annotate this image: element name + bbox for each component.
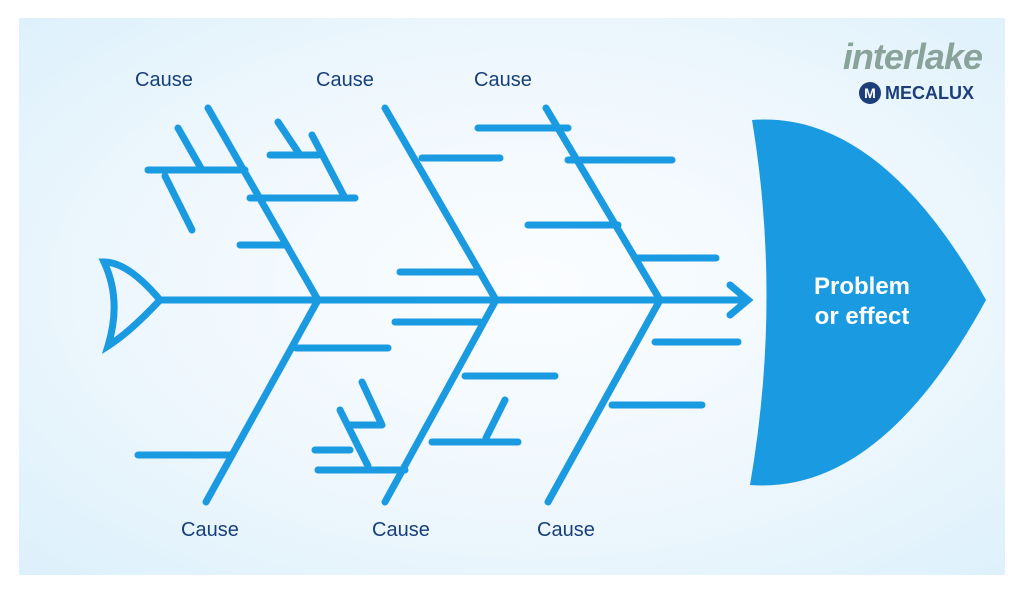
sub-bone	[358, 378, 386, 429]
bone-top-1	[204, 104, 322, 304]
fish-head	[750, 119, 986, 486]
bone-top-2	[381, 104, 500, 304]
sub-bone	[308, 131, 349, 202]
sub-bone	[161, 172, 196, 234]
cause-label-bottom-1: Cause	[181, 519, 239, 541]
effect-label-line-2: or effect	[814, 303, 910, 330]
cause-label-top-1: Cause	[135, 69, 193, 91]
logo-sub: M MECALUX	[859, 82, 974, 104]
cause-label-bottom-3: Cause	[537, 519, 595, 541]
effect-label-line-1: Problem	[813, 273, 911, 300]
fish-tail	[98, 258, 165, 355]
logo-brand-text: interlake	[842, 36, 983, 77]
effect-label: Problem or effect	[782, 272, 942, 332]
cause-label-top-2: Cause	[316, 69, 374, 91]
sub-bone	[336, 406, 372, 470]
mecalux-mark-icon: M	[859, 82, 881, 104]
cause-label-top-3: Cause	[474, 69, 532, 91]
spine-arrowhead	[726, 281, 754, 319]
cause-label-bottom-2: Cause	[372, 519, 430, 541]
bone-bottom-1	[202, 296, 322, 506]
sub-bone	[482, 396, 509, 442]
logo-sub-text: MECALUX	[885, 82, 974, 103]
sub-bone	[274, 118, 304, 159]
bone-top-3	[542, 104, 664, 304]
company-logo: interlake M MECALUX	[780, 36, 990, 106]
bone-bottom-3	[544, 296, 664, 506]
sub-bone	[174, 124, 206, 174]
